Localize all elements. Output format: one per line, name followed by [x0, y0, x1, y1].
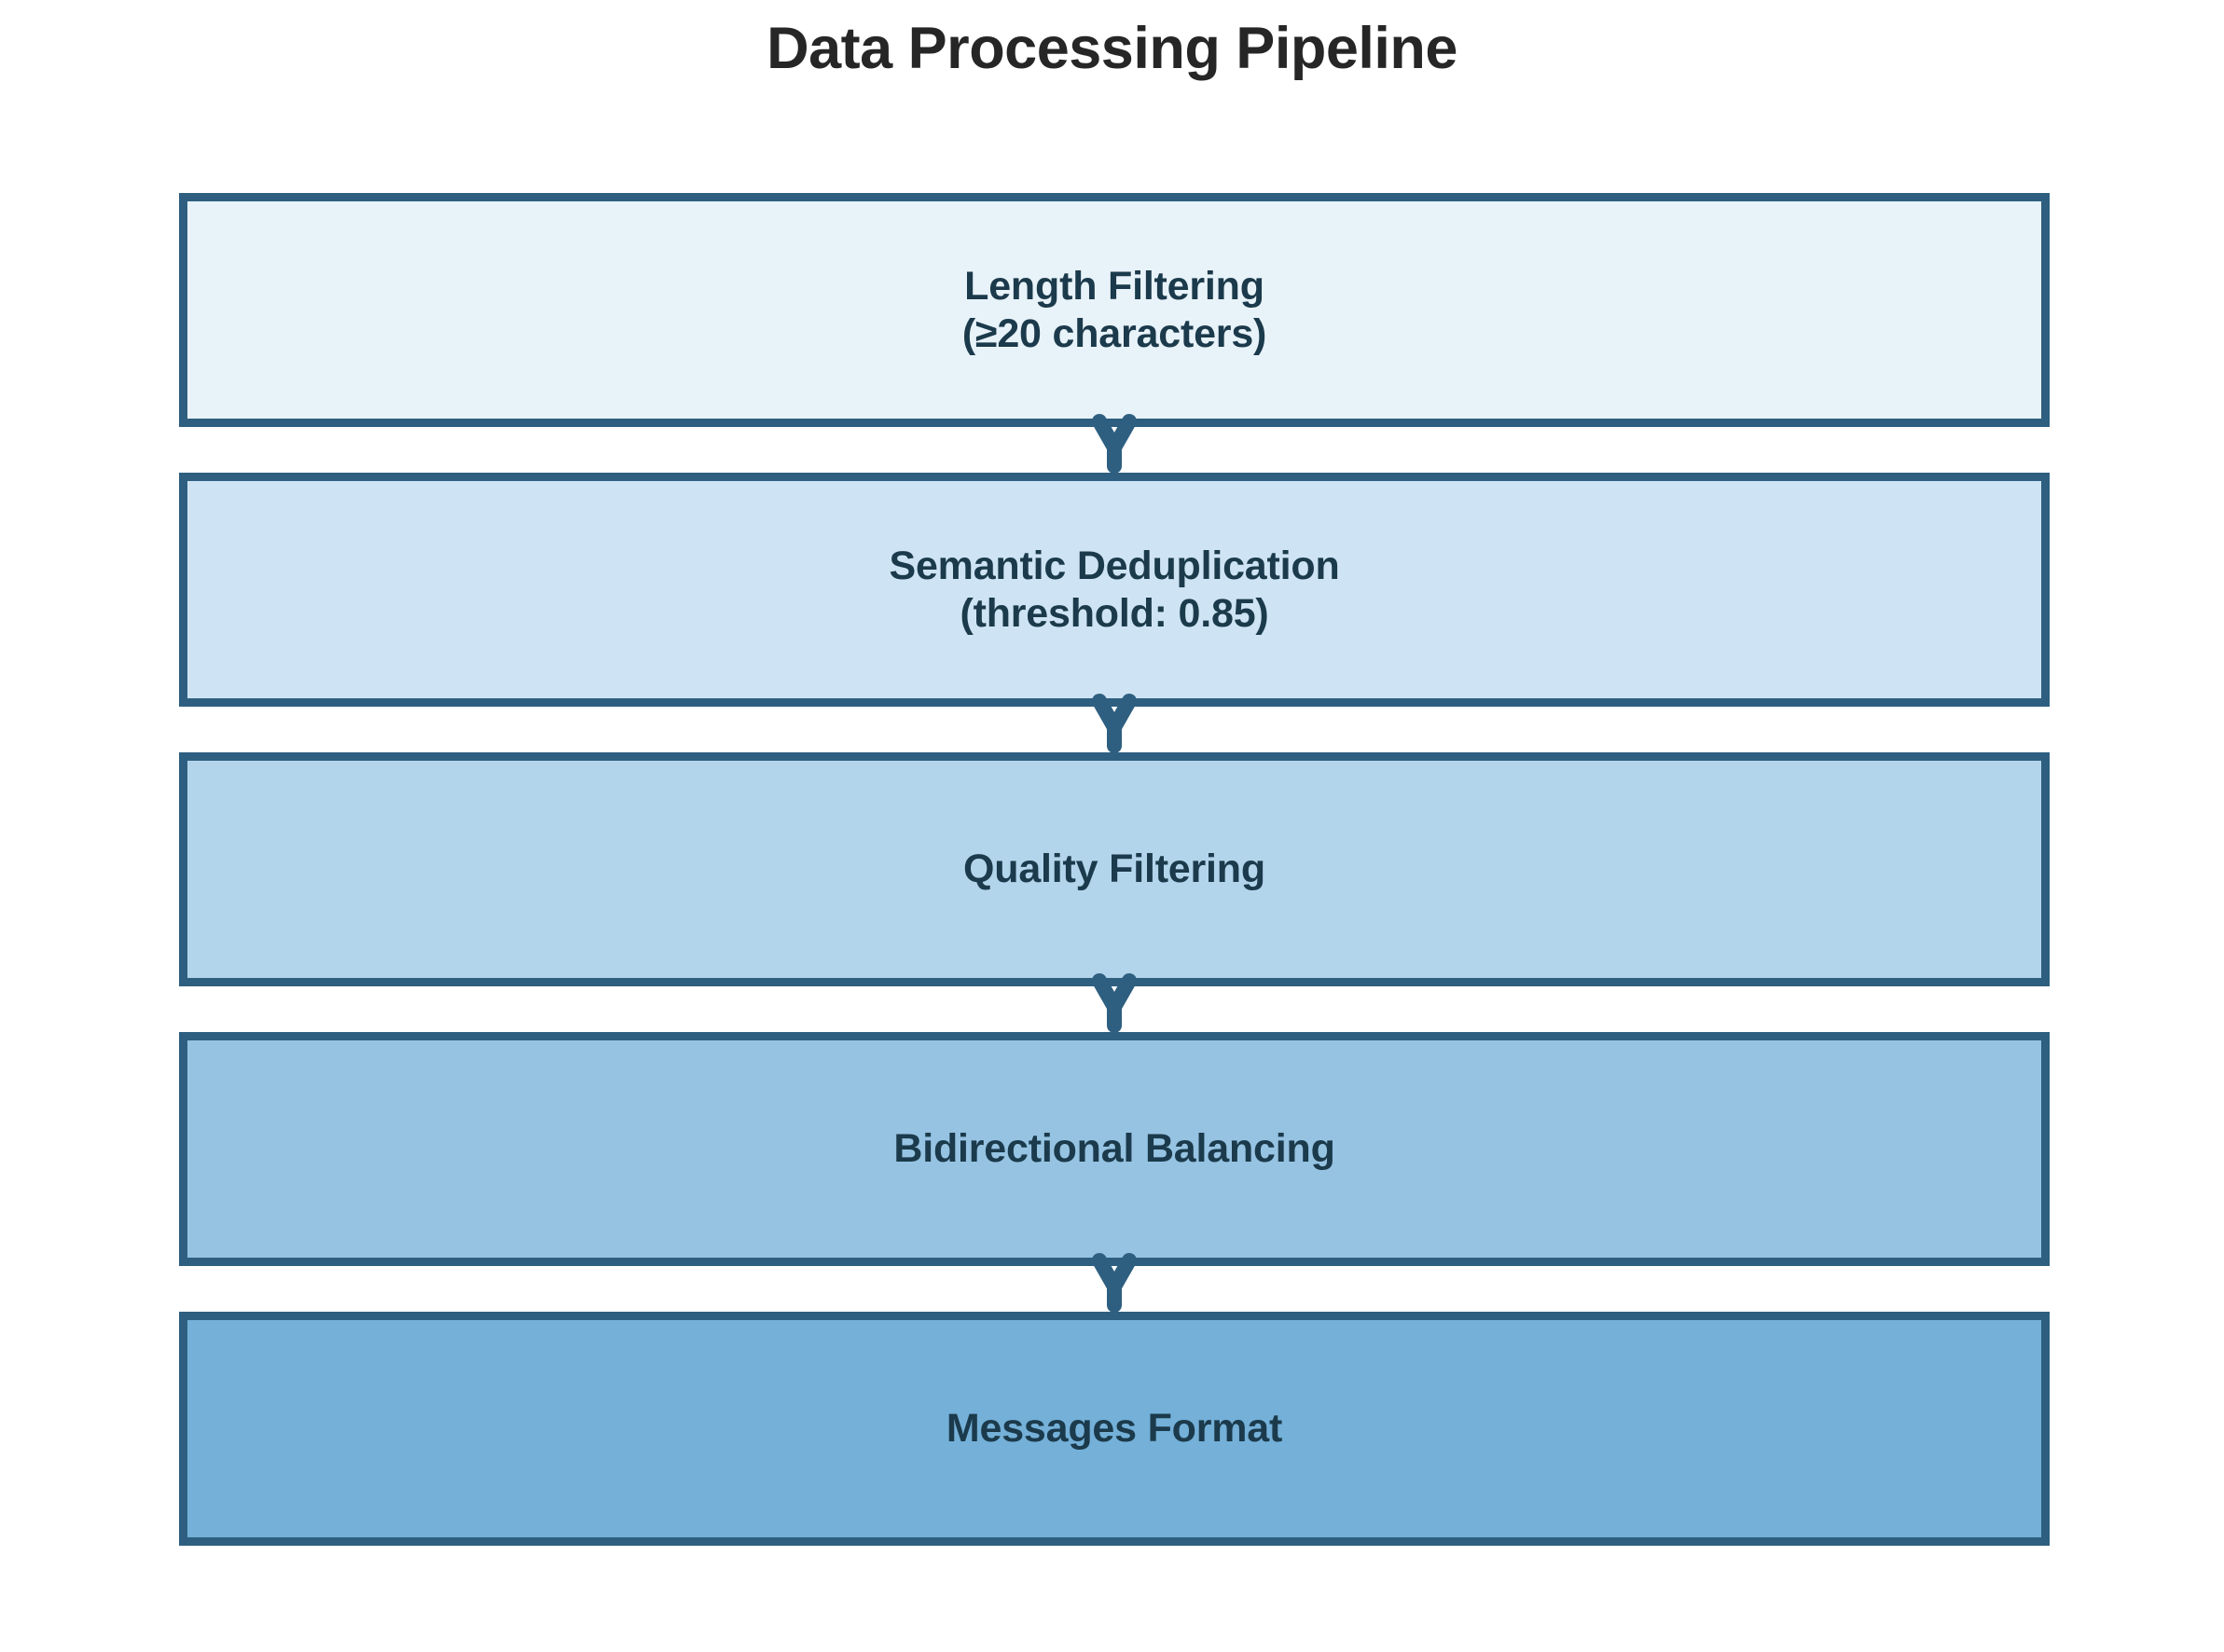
pipeline-stage-label-4: Bidirectional Balancing	[893, 1126, 1335, 1172]
pipeline-stage-label-2: Semantic Deduplication (threshold: 0.85)	[889, 543, 1340, 636]
pipeline-stage-label-1: Length Filtering (≥20 characters)	[961, 263, 1267, 356]
pipeline-stage-label-3: Quality Filtering	[963, 847, 1265, 892]
pipeline-stage-box-4[interactable]: Bidirectional Balancing	[179, 1032, 2050, 1266]
pipeline-stage-box-3[interactable]: Quality Filtering	[179, 752, 2050, 986]
pipeline-stack: Length Filtering (≥20 characters) Semant…	[179, 193, 2050, 1546]
pipeline-stage-box-1[interactable]: Length Filtering (≥20 characters)	[179, 193, 2050, 427]
pipeline-stage-box-2[interactable]: Semantic Deduplication (threshold: 0.85)	[179, 473, 2050, 707]
pipeline-stage-box-5[interactable]: Messages Format	[179, 1312, 2050, 1546]
page-title: Data Processing Pipeline	[767, 16, 1457, 81]
pipeline-stage-label-5: Messages Format	[946, 1406, 1283, 1452]
